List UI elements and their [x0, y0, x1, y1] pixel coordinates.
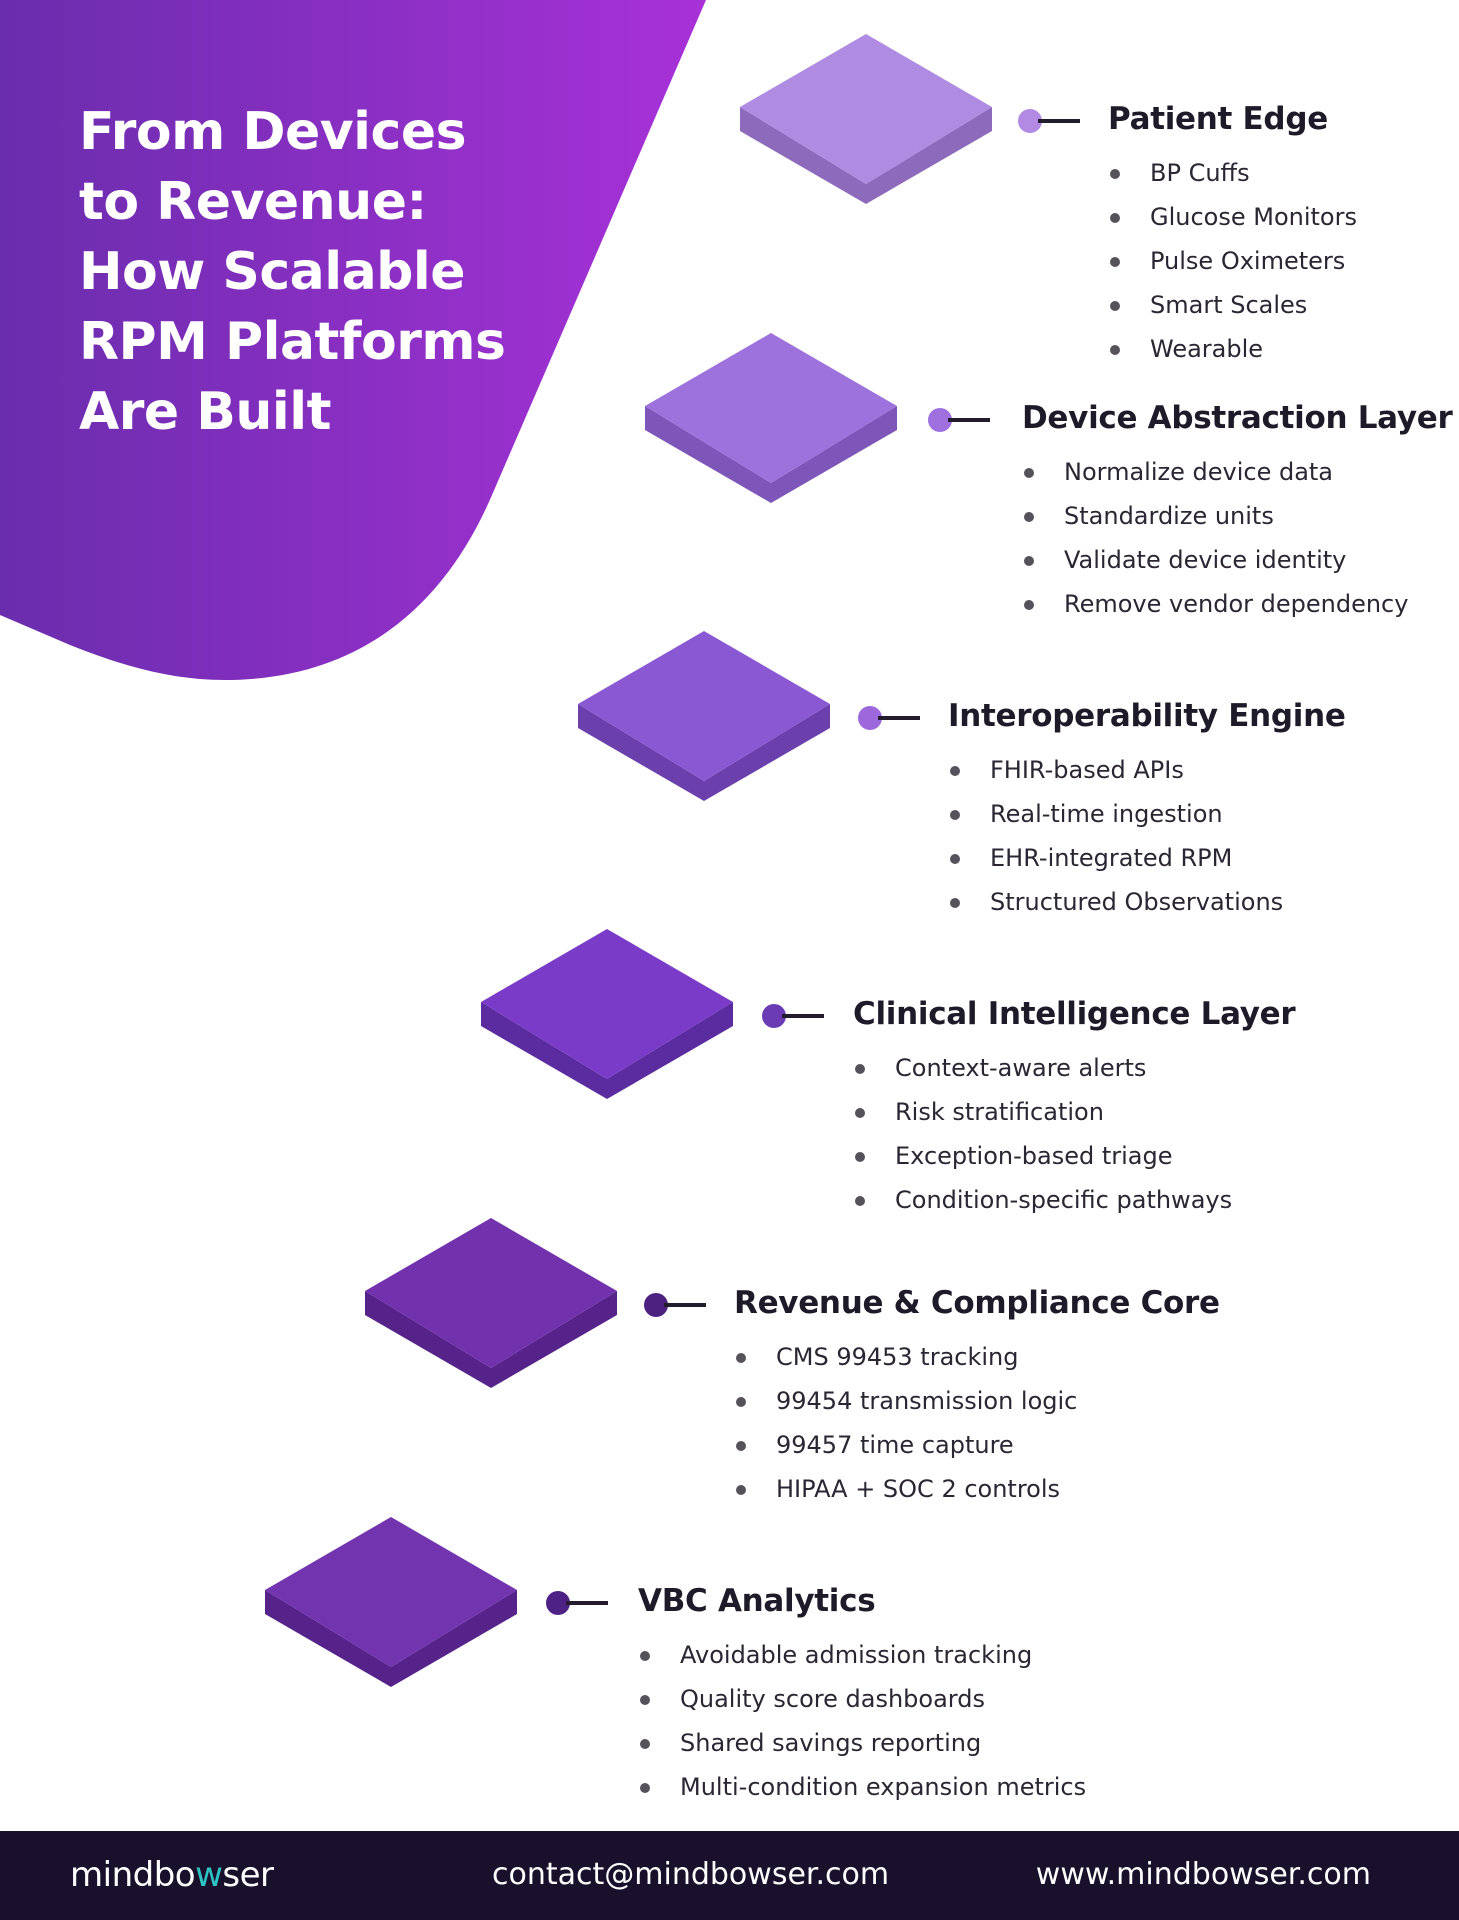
list-item: Avoidable admission tracking — [640, 1633, 1086, 1677]
tile-side — [481, 1002, 733, 1099]
layer-list-vbc-analytics: Avoidable admission tracking Quality sco… — [640, 1633, 1086, 1809]
list-item: FHIR-based APIs — [950, 748, 1283, 792]
connector-patient-edge — [1018, 109, 1082, 133]
list-item: Glucose Monitors — [1110, 195, 1357, 239]
page-title-line: RPM Platforms — [79, 312, 506, 372]
list-item: Structured Observations — [950, 880, 1283, 924]
tile-revenue-compliance — [365, 1218, 617, 1388]
layer-title-vbc-analytics: VBC Analytics — [638, 1583, 876, 1619]
list-item: EHR-integrated RPM — [950, 836, 1283, 880]
page-title-line: to Revenue: — [79, 172, 427, 232]
connector-clinical-intelligence — [762, 1004, 826, 1028]
connector-vbc-analytics — [546, 1591, 610, 1615]
tile-vbc-analytics — [265, 1517, 517, 1687]
list-item: Multi-condition expansion metrics — [640, 1765, 1086, 1809]
connector-line — [948, 418, 990, 422]
connector-line — [664, 1303, 706, 1307]
tile-clinical-intelligence — [481, 929, 733, 1099]
layer-title-revenue-compliance: Revenue & Compliance Core — [734, 1285, 1220, 1321]
connector-line — [566, 1601, 608, 1605]
page-title-line: Are Built — [79, 382, 331, 442]
tile-top — [645, 333, 897, 483]
page-title-line: How Scalable — [79, 242, 465, 302]
list-item: Condition-specific pathways — [855, 1178, 1232, 1222]
logo-accent-letter: w — [195, 1855, 223, 1895]
connector-line — [878, 716, 920, 720]
list-item: CMS 99453 tracking — [736, 1335, 1077, 1379]
mindbowser-logo[interactable]: mindbowser — [70, 1851, 274, 1899]
tile-side — [365, 1291, 617, 1388]
hero-gradient-background — [0, 0, 706, 680]
tile-interoperability — [578, 631, 830, 801]
tile-side — [578, 704, 830, 801]
tile-side — [265, 1590, 517, 1687]
list-item: 99454 transmission logic — [736, 1379, 1077, 1423]
list-item: Standardize units — [1024, 494, 1408, 538]
tile-top — [578, 631, 830, 781]
list-item: Quality score dashboards — [640, 1677, 1086, 1721]
layer-title-interoperability: Interoperability Engine — [948, 698, 1346, 734]
list-item: Smart Scales — [1110, 283, 1357, 327]
tile-patient-edge — [740, 34, 992, 204]
list-item: Risk stratification — [855, 1090, 1232, 1134]
page-title-line: From Devices — [79, 102, 467, 162]
tile-top — [365, 1218, 617, 1368]
list-item: Normalize device data — [1024, 450, 1408, 494]
tile-side — [740, 107, 992, 204]
layer-list-clinical-intelligence: Context-aware alerts Risk stratification… — [855, 1046, 1232, 1222]
connector-line — [1038, 119, 1080, 123]
list-item: Context-aware alerts — [855, 1046, 1232, 1090]
list-item: Wearable — [1110, 327, 1357, 371]
layer-list-revenue-compliance: CMS 99453 tracking 99454 transmission lo… — [736, 1335, 1077, 1511]
list-item: Exception-based triage — [855, 1134, 1232, 1178]
layer-title-patient-edge: Patient Edge — [1108, 101, 1328, 137]
list-item: Remove vendor dependency — [1024, 582, 1408, 626]
connector-device-abstraction — [928, 408, 992, 432]
layer-list-interoperability: FHIR-based APIs Real-time ingestion EHR-… — [950, 748, 1283, 924]
list-item: Validate device identity — [1024, 538, 1408, 582]
tile-side — [645, 406, 897, 503]
tile-top — [265, 1517, 517, 1667]
layer-title-device-abstraction: Device Abstraction Layer — [1022, 400, 1453, 436]
layer-list-patient-edge: BP Cuffs Glucose Monitors Pulse Oximeter… — [1110, 151, 1357, 371]
tile-device-abstraction — [645, 333, 897, 503]
connector-line — [782, 1014, 824, 1018]
tile-top — [481, 929, 733, 1079]
layer-list-device-abstraction: Normalize device data Standardize units … — [1024, 450, 1408, 626]
logo-text: mindbo — [70, 1855, 196, 1895]
list-item: 99457 time capture — [736, 1423, 1077, 1467]
page-title: From Devices to Revenue: How Scalable RP… — [79, 97, 549, 447]
logo-text: ser — [222, 1855, 274, 1895]
footer: mindbowser contact@mindbowser.com www.mi… — [0, 1831, 1459, 1920]
contact-email-link[interactable]: contact@mindbowser.com — [492, 1857, 890, 1892]
layer-title-clinical-intelligence: Clinical Intelligence Layer — [853, 996, 1296, 1032]
website-link[interactable]: www.mindbowser.com — [1035, 1857, 1371, 1892]
tile-top — [740, 34, 992, 184]
list-item: Real-time ingestion — [950, 792, 1283, 836]
list-item: HIPAA + SOC 2 controls — [736, 1467, 1077, 1511]
list-item: BP Cuffs — [1110, 151, 1357, 195]
list-item: Pulse Oximeters — [1110, 239, 1357, 283]
connector-interoperability — [858, 706, 922, 730]
connector-revenue-compliance — [644, 1293, 708, 1317]
list-item: Shared savings reporting — [640, 1721, 1086, 1765]
